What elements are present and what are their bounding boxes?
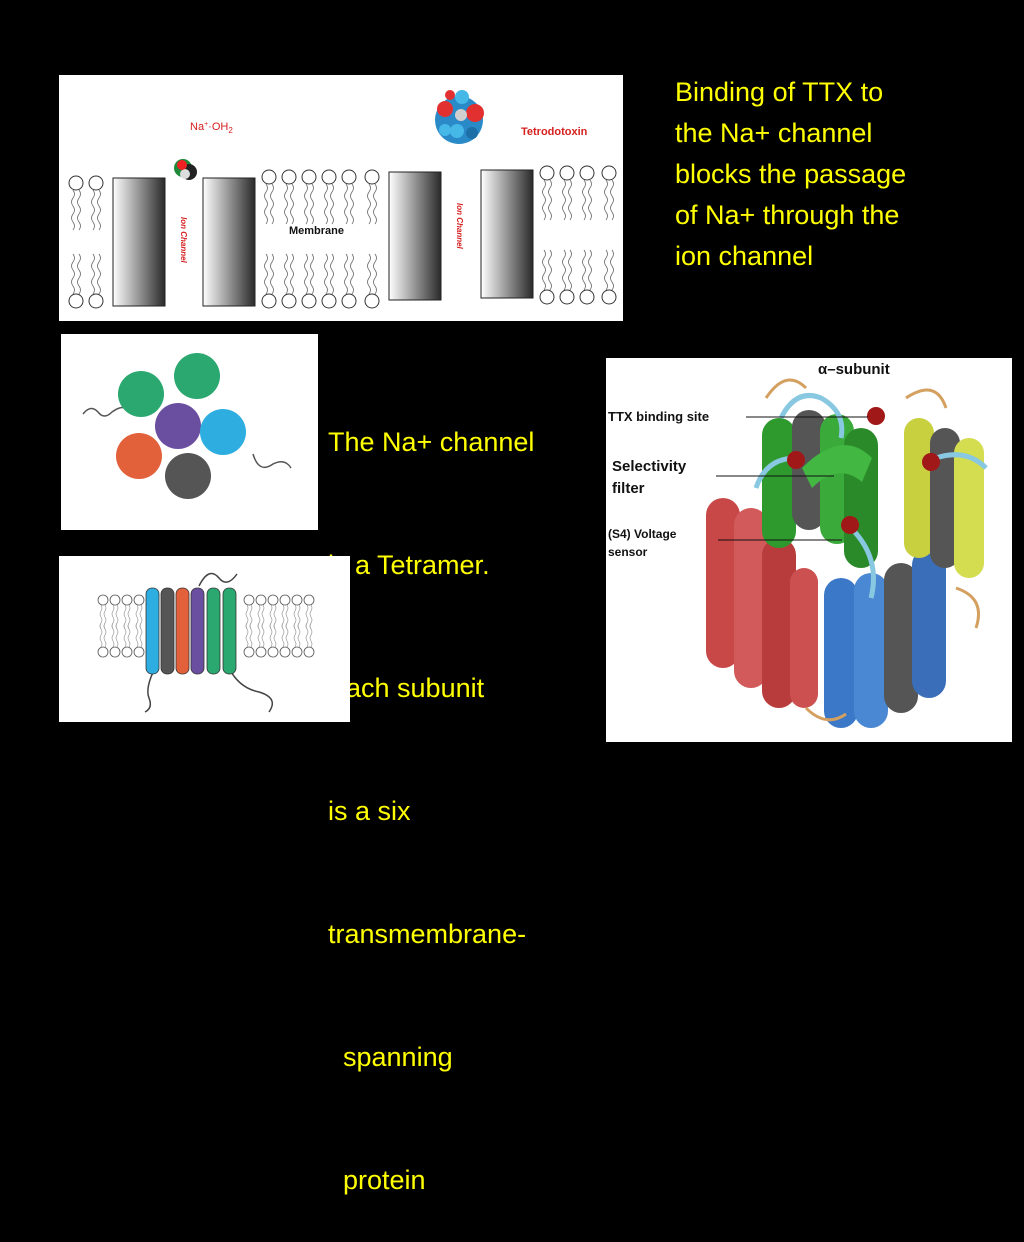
caption-line: blocks the passage <box>675 159 907 189</box>
ion-channel-label-right: Ion Channel <box>455 203 464 250</box>
membrane-channel-diagram: Na+·OH2 Tetrodotoxin Membrane Ion Channe… <box>59 75 623 321</box>
membrane-label: Membrane <box>289 225 344 237</box>
caption-line: of Na+ through the <box>675 200 900 230</box>
loop-line <box>955 586 980 629</box>
channel-block-left-a <box>112 177 166 307</box>
caption-line: protein <box>328 1165 426 1195</box>
channel-block-right-a <box>388 171 442 301</box>
yellow-subunit <box>904 418 984 578</box>
loop-line <box>804 706 847 722</box>
ion-channel-label-left: Ion Channel <box>179 217 188 264</box>
tetrodotoxin-label: Tetrodotoxin <box>521 126 588 138</box>
caption-line: The Na+ channel <box>328 427 535 457</box>
loop-line <box>764 378 808 399</box>
ttx-binding-caption: Binding of TTX to the Na+ channel blocks… <box>675 72 906 277</box>
blue-subunit <box>824 548 946 728</box>
pore-loop <box>849 526 876 599</box>
caption-line: the Na+ channel <box>675 118 873 148</box>
subunit-purple <box>155 403 201 449</box>
caption-line: ion channel <box>675 241 814 271</box>
tail-line <box>82 406 127 417</box>
structure-svg: α–subunit TTX binding site Selectivity f… <box>608 361 988 728</box>
subunit-orange <box>116 433 162 479</box>
segment-s2 <box>160 587 175 675</box>
ttx-site-marker <box>787 451 805 469</box>
voltage-sensor-label-1: (S4) Voltage <box>608 527 677 541</box>
sodium-molecule-icon <box>174 159 197 180</box>
loop-line <box>144 667 156 713</box>
subunit-cyan <box>200 409 246 455</box>
tetramer-caption: The Na+ channel is a Tetramer. Each subu… <box>328 340 534 1242</box>
ttx-site-marker <box>922 453 940 471</box>
na-oh2-label: Na+·OH2 <box>190 121 233 135</box>
subunit-green-left <box>118 371 164 417</box>
segments-svg <box>97 572 315 713</box>
membrane-diagram-svg: Na+·OH2 Tetrodotoxin Membrane Ion Channe… <box>68 90 617 309</box>
tetramer-diagram <box>61 334 318 530</box>
tetrodotoxin-molecule-icon <box>435 90 484 144</box>
loop-line <box>905 388 948 409</box>
pore-loop <box>935 452 988 470</box>
segment-s6 <box>222 587 237 675</box>
ttx-binding-site-label: TTX binding site <box>608 409 709 424</box>
loop-line <box>198 572 238 587</box>
caption-line: spanning <box>328 1042 453 1072</box>
channel-structure-diagram: α–subunit TTX binding site Selectivity f… <box>606 358 1012 742</box>
caption-line: is a six <box>328 796 411 826</box>
selectivity-filter-label-1: Selectivity <box>612 458 687 475</box>
red-subunit <box>706 498 818 708</box>
segment-s5 <box>206 587 221 675</box>
ttx-site-marker <box>841 516 859 534</box>
green-subunit <box>762 410 878 568</box>
caption-line: Each subunit <box>328 673 485 703</box>
ttx-site-marker <box>867 407 885 425</box>
segment-s1 <box>145 587 160 675</box>
lipid-bilayer <box>97 594 315 658</box>
segment-s3 <box>175 587 190 675</box>
channel-block-right-b <box>480 169 534 299</box>
tetramer-svg <box>82 353 292 499</box>
channel-block-left-b <box>202 177 256 307</box>
pore-loop <box>778 393 845 439</box>
selectivity-filter-label-2: filter <box>612 480 645 497</box>
caption-line: is a Tetramer. <box>328 550 490 580</box>
tail-line <box>252 453 292 469</box>
subunit-gray <box>165 453 211 499</box>
loop-line <box>228 667 274 713</box>
caption-line: transmembrane- <box>328 919 527 949</box>
segment-s4 <box>190 587 205 675</box>
alpha-subunit-label: α–subunit <box>818 361 890 378</box>
caption-line: Binding of TTX to <box>675 77 884 107</box>
voltage-sensor-label-2: sensor <box>608 545 648 559</box>
transmembrane-segments-diagram <box>59 556 350 722</box>
subunit-green-top <box>174 353 220 399</box>
